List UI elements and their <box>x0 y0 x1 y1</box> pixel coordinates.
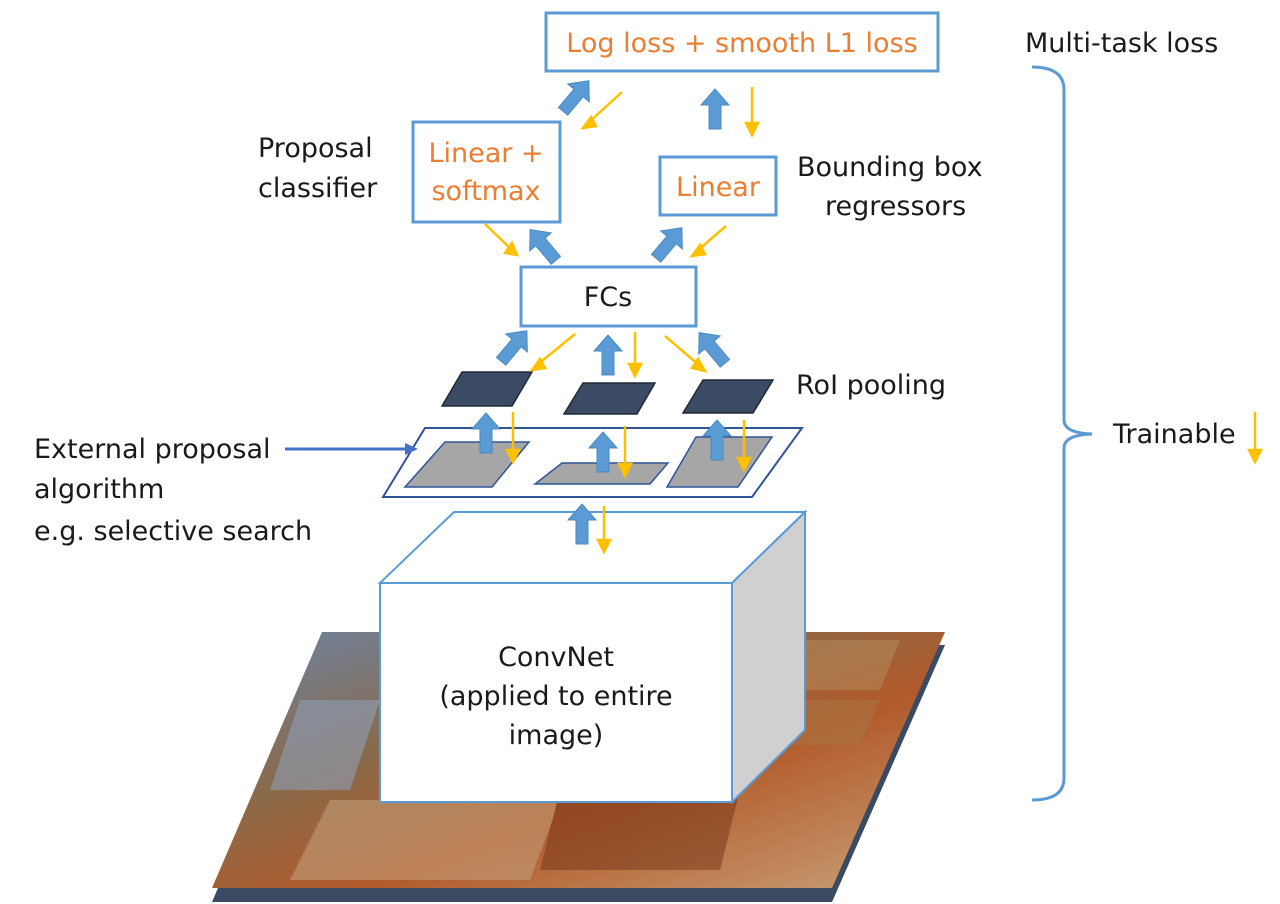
linear-box: Linear <box>658 155 778 217</box>
loss-box-label: Log loss + smooth L1 loss <box>566 28 917 59</box>
fcs-box: FCs <box>519 265 698 328</box>
linear-softmax-label-line1: Linear + <box>428 138 543 169</box>
proposal-classifier-label-line2: classifier <box>258 173 378 204</box>
roi-square-middle <box>562 382 657 415</box>
convnet-label-line3: image) <box>509 720 604 751</box>
backward-arrow-fc-right <box>664 335 708 373</box>
proposal-region-right <box>665 436 774 488</box>
external-proposal-label-line3: e.g. selective search <box>34 516 312 547</box>
external-proposal-label: External proposal <box>34 434 271 465</box>
convnet-label: ConvNet <box>498 642 614 673</box>
linear-softmax-box: Linear + softmax <box>411 120 562 224</box>
convnet-cube: ConvNet (applied to entire image) <box>377 509 808 805</box>
backward-arrow-fc-left <box>529 333 576 372</box>
roi-pooling-label: RoI pooling <box>796 370 946 401</box>
trainable-label: Trainable <box>1112 419 1236 450</box>
backward-arrow-loss-left <box>580 91 623 130</box>
proposal-classifier-label: Proposal <box>258 133 373 164</box>
fcs-label: FCs <box>584 282 632 313</box>
linear-label: Linear <box>676 172 761 203</box>
roi-square-left <box>440 371 534 407</box>
backward-arrow-convnet <box>595 506 613 555</box>
backward-arrow-roi-middle <box>616 426 634 479</box>
loss-box: Log loss + smooth L1 loss <box>544 11 940 73</box>
feature-map <box>381 427 804 498</box>
bbox-regressors-label-line2: regressors <box>825 191 966 222</box>
proposal-region-left <box>403 441 531 488</box>
backward-arrow-roi-left <box>504 412 522 465</box>
external-proposal-label-line2: algorithm <box>34 474 164 505</box>
bbox-regressors-label: Bounding box <box>797 152 983 183</box>
forward-arrow-softmax <box>518 220 568 270</box>
external-proposal-arrow <box>285 443 418 455</box>
multitask-loss-label: Multi-task loss <box>1025 28 1218 59</box>
forward-arrow-fc-left <box>489 321 539 371</box>
backward-arrow-linear <box>689 225 727 258</box>
convnet-cube-front <box>379 582 733 803</box>
roi-pooled-features <box>440 371 775 415</box>
trainable-arrow-icon <box>1246 412 1264 465</box>
backward-arrows <box>484 87 761 555</box>
roi-square-right <box>681 379 775 414</box>
forward-arrow-loss-left <box>551 71 601 121</box>
linear-softmax-label-line2: softmax <box>431 176 540 207</box>
forward-arrow-loss-right <box>700 88 730 130</box>
backward-arrow-loss-right <box>743 87 761 138</box>
multitask-loss-brace <box>1031 65 1093 802</box>
backward-arrow-roi-right <box>735 420 753 473</box>
forward-arrow-linear <box>644 218 694 268</box>
backward-arrow-softmax <box>484 223 520 257</box>
forward-arrow-fc-middle <box>593 334 623 376</box>
convnet-cube-top <box>377 511 808 584</box>
backward-arrow-fc-middle <box>626 332 644 379</box>
convnet-label-line2: (applied to entire <box>439 681 672 712</box>
